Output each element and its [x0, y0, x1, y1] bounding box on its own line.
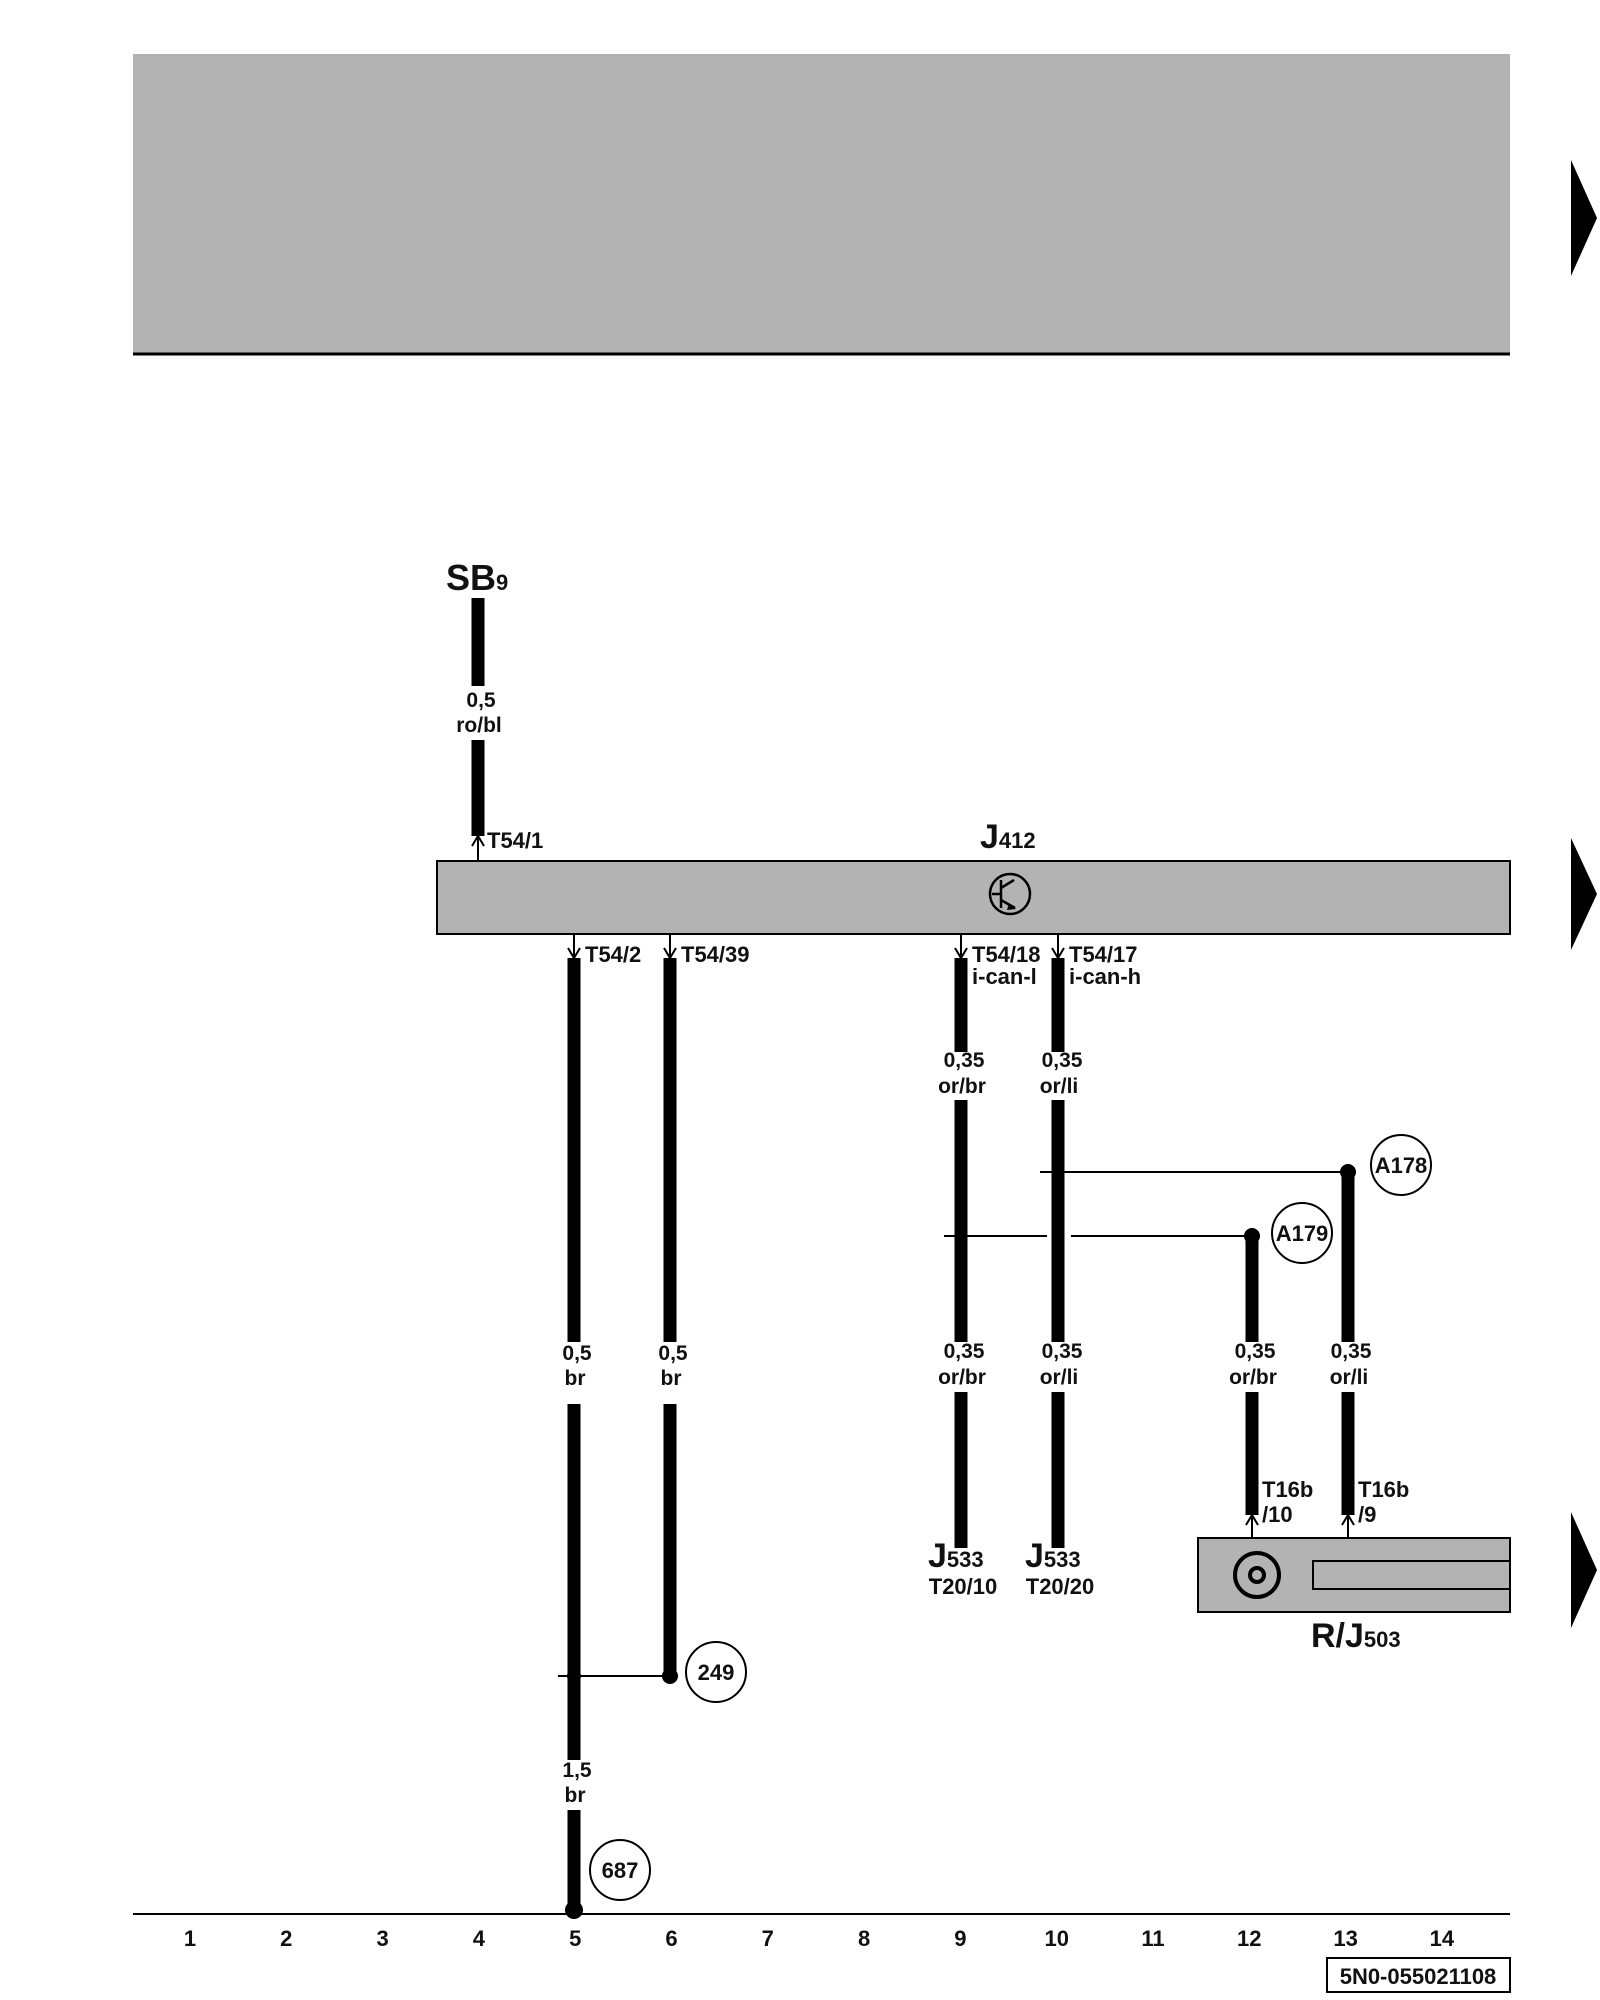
- continuation-arrow-icon: [1571, 838, 1597, 950]
- wire-color: or/li: [1040, 1366, 1079, 1389]
- grid-number: 1: [184, 1926, 196, 1951]
- reference-687: 687: [589, 1839, 651, 1901]
- splice-dot: [1052, 1166, 1064, 1178]
- wire-color: br: [565, 1367, 586, 1390]
- reference-a179: A179: [1271, 1202, 1333, 1264]
- grid-number: 12: [1237, 1926, 1261, 1951]
- wire-size: 0,5: [466, 689, 496, 712]
- wire-color: br: [565, 1784, 586, 1807]
- grid-number: 7: [762, 1926, 774, 1951]
- grid-number: 6: [665, 1926, 677, 1951]
- pin-label: /9: [1358, 1502, 1376, 1527]
- splice-dot: [662, 1668, 678, 1684]
- wire-size: 1,5: [562, 1759, 592, 1782]
- reference-249: 249: [685, 1641, 747, 1703]
- wire-color: or/br: [938, 1075, 986, 1098]
- gateway-label: J533: [928, 1537, 984, 1575]
- control-unit-label: J412: [980, 818, 1036, 856]
- grid-number: 3: [376, 1926, 388, 1951]
- antenna-jack-icon: [1233, 1551, 1281, 1599]
- wire-size: 0,35: [1042, 1340, 1083, 1363]
- doc-code-box: [1326, 1957, 1511, 1993]
- grid-number: 5: [569, 1926, 581, 1951]
- wire-size: 0,35: [1235, 1340, 1276, 1363]
- splice-dot: [955, 1230, 967, 1242]
- pin-label: T16b: [1262, 1477, 1313, 1502]
- bus-signal-label: i-can-h: [1069, 964, 1141, 989]
- wire-color: ro/bl: [456, 714, 502, 737]
- pin-label: T54/39: [681, 942, 750, 967]
- transistor-icon: [988, 872, 1032, 916]
- grid-number: 4: [473, 1926, 486, 1951]
- svg-text:A179: A179: [1276, 1221, 1329, 1246]
- grid-number: 9: [954, 1926, 966, 1951]
- gateway-label: J533: [1025, 1537, 1081, 1575]
- svg-text:249: 249: [698, 1660, 735, 1685]
- wire-size: 0,35: [1042, 1049, 1083, 1072]
- wire-size: 0,5: [658, 1342, 688, 1365]
- continuation-arrow-icon: [1571, 160, 1597, 276]
- svg-text:A178: A178: [1375, 1153, 1428, 1178]
- pin-arrow-icon: [471, 834, 485, 847]
- wire-color: or/br: [1229, 1366, 1277, 1389]
- svg-text:687: 687: [602, 1858, 639, 1883]
- grid-number: 10: [1044, 1926, 1068, 1951]
- display-slot: [1312, 1560, 1511, 1590]
- grid-number: 13: [1333, 1926, 1357, 1951]
- ground-dot: [565, 1901, 583, 1919]
- grid-number: 8: [858, 1926, 870, 1951]
- gateway-pin-label: T20/10: [929, 1574, 998, 1599]
- wire-color: or/li: [1330, 1366, 1369, 1389]
- grid-number: 14: [1430, 1926, 1455, 1951]
- wire-color: or/br: [938, 1366, 986, 1389]
- grid-number: 2: [280, 1926, 292, 1951]
- reference-a178: A178: [1370, 1134, 1432, 1196]
- pin-label: T54/17: [1069, 942, 1138, 967]
- radio-unit-label: R/J503: [1311, 1617, 1401, 1655]
- pin-label: /10: [1262, 1502, 1293, 1527]
- pin-label: T54/2: [585, 942, 641, 967]
- grid-number: 11: [1141, 1926, 1164, 1951]
- doc-code: 5N0-055021108: [1340, 1964, 1497, 1989]
- fuse-block-label: SB9: [446, 557, 508, 598]
- pin-label: T54/18: [972, 942, 1041, 967]
- wire-color: br: [661, 1367, 682, 1390]
- pin-stubs-r-j503: [1245, 1513, 1355, 1538]
- pin-label: T54/1: [487, 828, 543, 853]
- continuation-arrow-icon: [1571, 1512, 1597, 1628]
- gateway-pin-label: T20/20: [1026, 1574, 1095, 1599]
- control-unit-box: [436, 860, 1511, 935]
- header-band: [133, 54, 1510, 354]
- wire-color: or/li: [1040, 1075, 1079, 1098]
- wire-size: 0,35: [1331, 1340, 1372, 1363]
- wire-size: 0,5: [562, 1342, 592, 1365]
- bus-signal-label: i-can-l: [972, 964, 1037, 989]
- pin-label: T16b: [1358, 1477, 1409, 1502]
- wire-size: 0,35: [944, 1340, 985, 1363]
- wire-size: 0,35: [944, 1049, 985, 1072]
